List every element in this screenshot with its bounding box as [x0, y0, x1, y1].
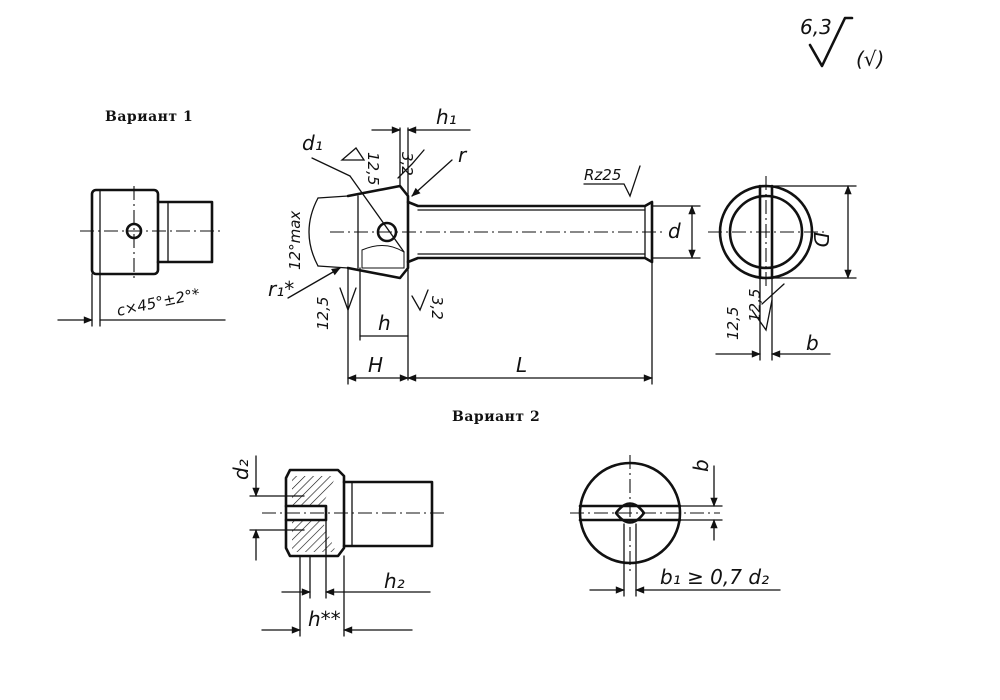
variant1-head-side-view: c×45°±2°*: [57, 186, 226, 327]
d-label: d: [668, 219, 681, 243]
D-label: D: [809, 232, 833, 247]
angle-label: 12°max: [286, 211, 304, 270]
ra-side2-label: 12,5: [746, 289, 764, 322]
variant2-end-view: b b₁ ≥ 0,7 d₂: [570, 455, 781, 597]
h1-label: h₁: [436, 105, 457, 129]
ra-top-label: 12,5: [364, 152, 382, 185]
r-label: r: [458, 143, 468, 167]
d1-label: d₁: [302, 131, 323, 155]
variant2-side-view: d₂ h₂ h**: [229, 455, 446, 637]
h2-label: h₂: [384, 569, 405, 593]
h-label: h: [378, 311, 391, 335]
ra-h-label: 3,2: [428, 296, 446, 320]
roughness-value: 6,3: [800, 15, 832, 39]
variant2-caption: Вариант 2: [452, 409, 540, 425]
b-label-v1: b: [806, 331, 819, 355]
variant1-caption: Вариант 1: [105, 109, 193, 125]
roughness-mark: 6,3 (√): [800, 15, 884, 71]
roughness-bracket: (√): [856, 47, 884, 71]
variant1-main-view: 12°max d₁ 12,5 3,2 h₁ r Rz25 d r: [268, 105, 701, 385]
rz-label: Rz25: [584, 166, 621, 184]
H-label: H: [368, 353, 383, 377]
d2-label: d₂: [229, 459, 253, 480]
b1-label: b₁ ≥ 0,7 d₂: [660, 565, 769, 589]
ra-head-label: 3,2: [398, 152, 416, 176]
h-star-label: h**: [308, 607, 341, 631]
ra-left-label: 12,5: [314, 297, 332, 330]
L-label: L: [516, 353, 527, 377]
ra-side1-label: 12,5: [724, 307, 742, 340]
chamfer-label: c×45°±2°*: [115, 285, 202, 320]
variant1-end-view: D 12,5 12,5 b: [708, 176, 857, 361]
b-label-v2: b: [689, 459, 713, 472]
